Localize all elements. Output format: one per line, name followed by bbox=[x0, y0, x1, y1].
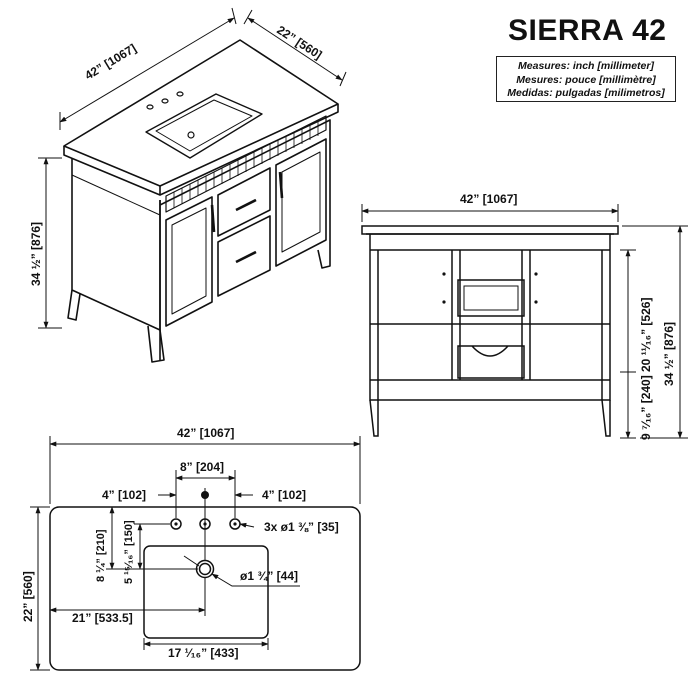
front-height-total-label: 34 ½” [876] bbox=[662, 322, 676, 386]
top-spread-label: 8” [204] bbox=[180, 460, 224, 474]
front-height-lower-label: 9 ⁷⁄₁₆” [240] bbox=[639, 375, 653, 440]
counter-front-edge bbox=[63, 146, 161, 196]
faucet-hole-left bbox=[170, 518, 182, 530]
units-line-es: Medidas: pulgadas [milimetros] bbox=[507, 87, 665, 99]
door-left bbox=[165, 196, 213, 327]
fluted-band bbox=[165, 115, 327, 213]
iso-width-label: 42” [1067] bbox=[82, 41, 138, 83]
cabinet-front bbox=[71, 158, 161, 331]
front-width-label: 42” [1067] bbox=[460, 192, 517, 206]
front-leg-left bbox=[369, 399, 379, 437]
units-legend: Measures: inch [millimeter] Mesures: pou… bbox=[496, 56, 676, 102]
units-line-fr: Mesures: pouce [millimètre] bbox=[516, 73, 656, 86]
basin-outline bbox=[143, 545, 269, 639]
units-line-en: Measures: inch [millimeter] bbox=[518, 60, 654, 72]
drain-inner bbox=[198, 562, 212, 576]
front-height-upper-label: 20 ¹¹⁄₁₆” [526] bbox=[639, 298, 653, 372]
front-view bbox=[361, 225, 619, 437]
top-depth-label: 22” [560] bbox=[21, 571, 35, 622]
front-counter bbox=[361, 225, 619, 235]
counter-side-edge bbox=[159, 104, 339, 196]
top-holes-label: 3x ø1 ⅜” [35] bbox=[264, 520, 339, 534]
leg-back-right bbox=[317, 245, 331, 269]
iso-depth-label: 22” [560] bbox=[274, 23, 324, 62]
leg-front-right bbox=[147, 325, 165, 363]
top-drain-x-label: 21” [533.5] bbox=[72, 611, 133, 625]
drawer-bottom bbox=[217, 215, 271, 297]
door-right bbox=[275, 138, 327, 267]
top-right-offset-label: 4” [102] bbox=[262, 488, 306, 502]
top-left-offset-label: 4” [102] bbox=[102, 488, 146, 502]
top-drain-y2-label: 5 ¹⁵⁄₁₆” [150] bbox=[123, 520, 135, 584]
leg-front-left bbox=[67, 289, 81, 321]
front-body bbox=[369, 234, 611, 401]
front-leg-right bbox=[601, 399, 611, 437]
top-drain-y-label: 8 ¼” [210] bbox=[95, 529, 107, 582]
product-title: SIERRA 42 bbox=[508, 14, 667, 47]
isometric-view bbox=[63, 39, 339, 363]
iso-height-label: 34 ½” [876] bbox=[29, 222, 43, 286]
top-width-label: 42” [1067] bbox=[177, 426, 234, 440]
top-drain-dia-label: ø1 ¾” [44] bbox=[240, 569, 298, 583]
top-basin-width-label: 17 ¹⁄₁₆” [433] bbox=[168, 646, 238, 660]
drawer-top bbox=[217, 167, 271, 237]
